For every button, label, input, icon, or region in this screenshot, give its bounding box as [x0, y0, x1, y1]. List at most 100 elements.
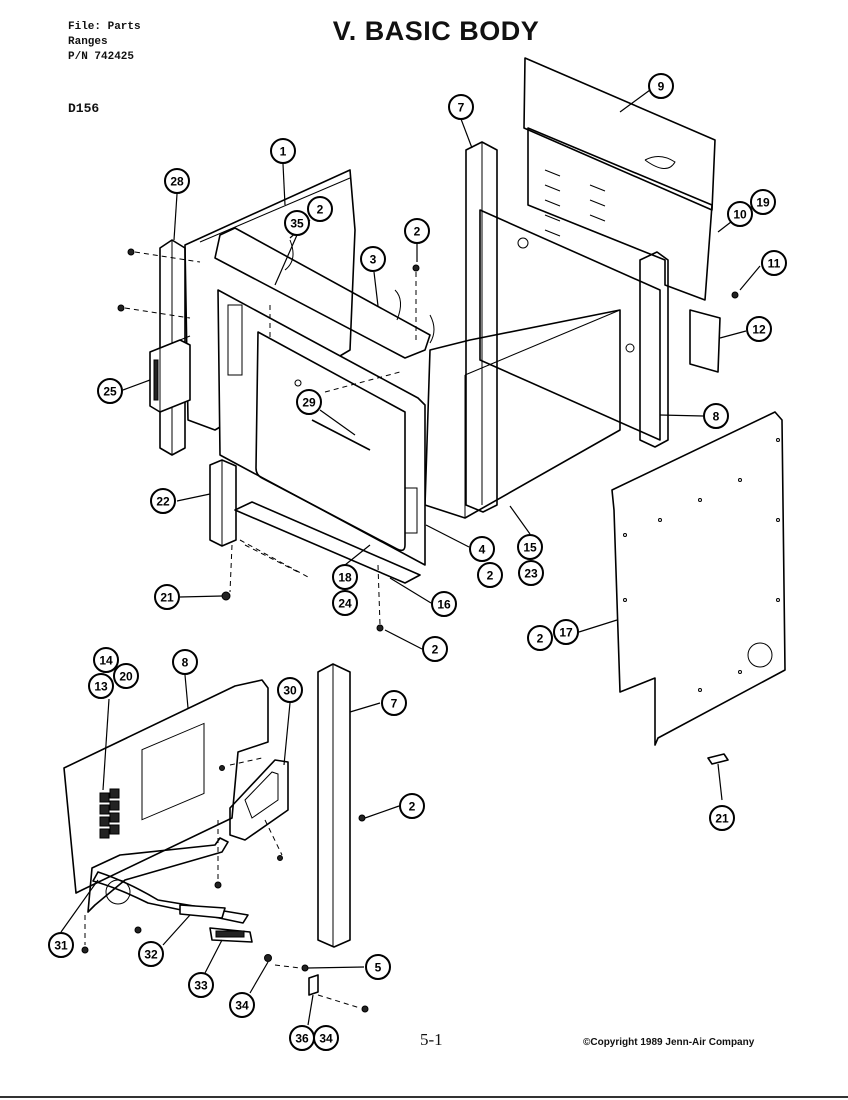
callout-circle — [150, 488, 176, 514]
callout-circle — [270, 138, 296, 164]
callout-number: 33 — [194, 979, 208, 993]
callout-2: 2 — [527, 625, 553, 651]
callout-circle — [422, 636, 448, 662]
page-bottom-edge — [0, 1096, 848, 1098]
callout-2: 2 — [307, 196, 333, 222]
callout-number: 10 — [733, 208, 747, 222]
callout-circle — [277, 677, 303, 703]
callout-28: 28 — [164, 168, 190, 194]
callout-36: 36 — [289, 1025, 315, 1051]
callout-32: 32 — [138, 941, 164, 967]
hinge-assembly-part — [209, 927, 319, 996]
callout-number: 32 — [144, 948, 158, 962]
callout-number: 24 — [338, 597, 352, 611]
callout-circle — [399, 793, 425, 819]
callout-2: 2 — [422, 636, 448, 662]
callout-circle — [448, 94, 474, 120]
callout-circle — [761, 250, 787, 276]
top-rear-panel-part — [523, 57, 716, 211]
callout-circle — [48, 932, 74, 958]
copyright-notice: ©Copyright 1989 Jenn-Air Company — [583, 1037, 755, 1048]
callout-number: 20 — [119, 670, 133, 684]
callout-number: 15 — [523, 541, 537, 555]
callout-35: 35 — [284, 210, 310, 236]
callout-circle — [138, 941, 164, 967]
callout-number: 4 — [479, 543, 486, 557]
callout-number: 17 — [559, 626, 573, 640]
callout-1: 1 — [270, 138, 296, 164]
callout-number: 28 — [170, 175, 184, 189]
file-line: File: Parts — [68, 21, 141, 33]
callout-number: 21 — [715, 812, 729, 826]
callout-circle — [93, 647, 119, 673]
left-side-panel-part — [184, 169, 356, 431]
callout-29: 29 — [296, 389, 322, 415]
callout-circle — [727, 201, 753, 227]
callout-number: 23 — [524, 567, 538, 581]
callout-circle — [469, 536, 495, 562]
callout-19: 19 — [750, 189, 776, 215]
callout-number: 2 — [432, 643, 439, 657]
callout-circle — [746, 316, 772, 342]
callout-number: 2 — [414, 225, 421, 239]
oven-liner-part — [424, 309, 621, 519]
callout-number: 25 — [103, 385, 117, 399]
callout-2: 2 — [399, 793, 425, 819]
callout-31: 31 — [48, 932, 74, 958]
callout-25: 25 — [97, 378, 123, 404]
callout-circle — [365, 954, 391, 980]
callout-number: 2 — [487, 569, 494, 583]
callout-circle — [164, 168, 190, 194]
right-side-panel-part — [611, 411, 786, 746]
callout-circle — [518, 560, 544, 586]
front-frame-part — [217, 289, 426, 566]
bottom-frame-part — [234, 501, 421, 584]
callout-14: 14 — [93, 647, 119, 673]
callout-number: 11 — [768, 257, 781, 271]
callout-circle — [431, 591, 457, 617]
callout-circle — [750, 189, 776, 215]
callout-18: 18 — [332, 564, 358, 590]
callout-number: 2 — [409, 800, 416, 814]
callout-number: 34 — [319, 1032, 333, 1046]
rear-body-panel-part — [479, 127, 721, 448]
callout-circle — [527, 625, 553, 651]
callout-circle — [113, 663, 139, 689]
callout-number: 2 — [537, 632, 544, 646]
door-latch-linkage-part — [87, 837, 249, 924]
callout-circle — [703, 403, 729, 429]
front-control-panel-part — [63, 679, 269, 894]
callout-number: 5 — [375, 961, 382, 975]
callout-22: 22 — [150, 488, 176, 514]
callout-number: 21 — [160, 591, 174, 605]
callout-number: 7 — [391, 697, 398, 711]
callout-number: 14 — [99, 654, 113, 668]
callout-number: 19 — [756, 196, 770, 210]
callout-number: 8 — [182, 656, 189, 670]
callout-21: 21 — [154, 584, 180, 610]
callout-circle — [188, 972, 214, 998]
callout-number: 8 — [713, 410, 720, 424]
callout-5: 5 — [365, 954, 391, 980]
callout-circle — [553, 619, 579, 645]
callout-circle — [404, 218, 430, 244]
callout-7: 7 — [448, 94, 474, 120]
callout-10: 10 — [727, 201, 753, 227]
callout-16: 16 — [431, 591, 457, 617]
callout-circle — [709, 805, 735, 831]
callout-number: 36 — [295, 1032, 309, 1046]
callout-9: 9 — [648, 73, 674, 99]
callout-33: 33 — [188, 972, 214, 998]
callout-circle — [477, 562, 503, 588]
model-number: D156 — [68, 101, 100, 116]
leader-lines — [60, 89, 761, 1026]
page-title: V. BASIC BODY — [0, 16, 848, 47]
callout-number: 3 — [370, 253, 377, 267]
callout-12: 12 — [746, 316, 772, 342]
callout-circle — [360, 246, 386, 272]
page-title-text: V. BASIC BODY — [332, 16, 540, 46]
callout-number: 9 — [658, 80, 665, 94]
bracket-part — [229, 759, 289, 841]
callout-number: 29 — [302, 396, 316, 410]
